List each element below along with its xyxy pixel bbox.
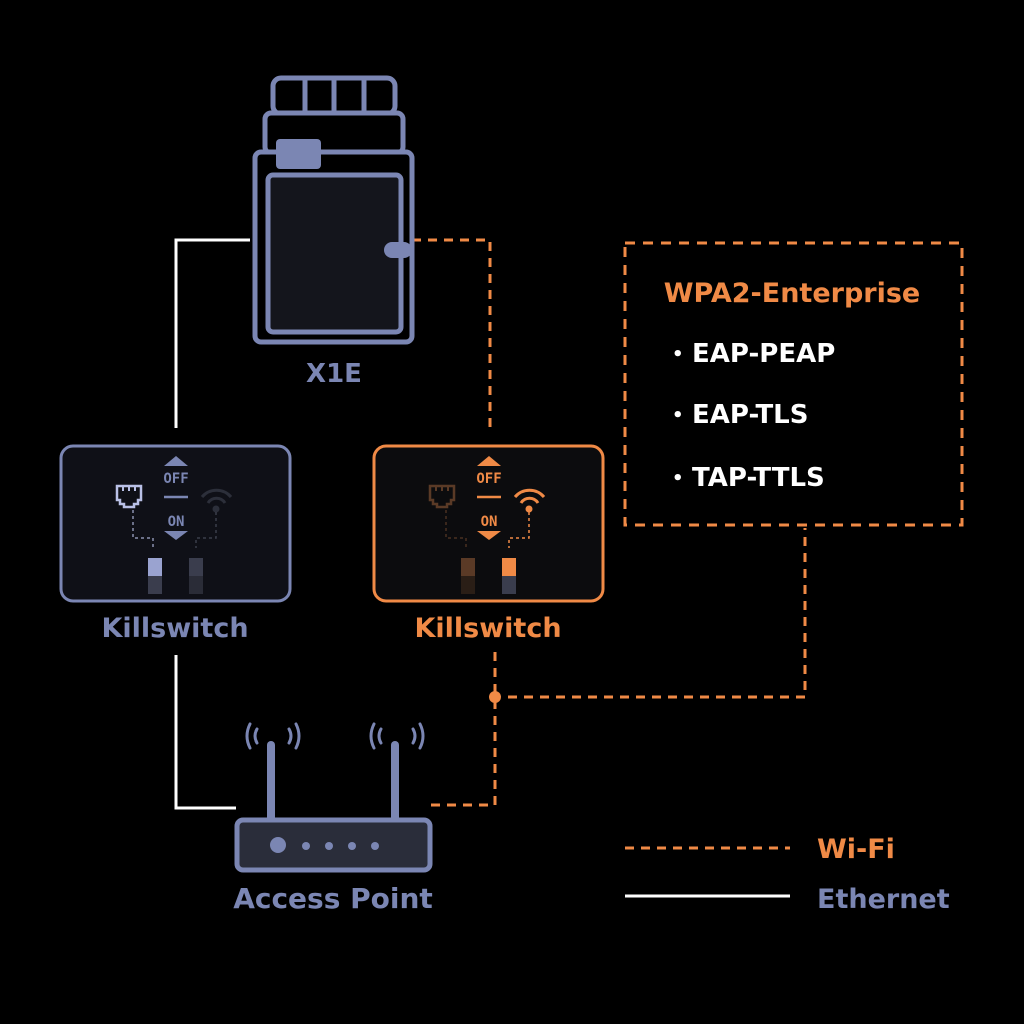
up-arrow-icon xyxy=(164,456,188,466)
killswitch-left: OFF ON xyxy=(59,444,292,603)
access-point-router-icon xyxy=(234,722,433,873)
killswitch-left-on-label: ON xyxy=(168,514,185,530)
ethernet-toggle-on[interactable] xyxy=(148,558,162,594)
up-arrow-icon xyxy=(477,456,501,466)
down-arrow-icon xyxy=(477,531,501,540)
legend: Wi-Fi Ethernet xyxy=(625,834,950,915)
bullet-icon: • xyxy=(672,468,684,489)
wpa2-title: WPA2-Enterprise xyxy=(664,278,920,309)
wifi-icon xyxy=(513,488,546,513)
ethernet-line-x1e-killswitch xyxy=(174,238,250,428)
bullet-icon: • xyxy=(672,344,684,365)
killswitch-right-label: Killswitch xyxy=(414,613,561,644)
killswitch-right-off-label: OFF xyxy=(476,471,501,487)
x1e-label: X1E xyxy=(306,359,362,389)
wifi-toggle-off[interactable] xyxy=(189,558,203,594)
ethernet-port-icon xyxy=(115,484,143,509)
ethernet-line-killswitch-ap xyxy=(174,655,236,810)
wifi-junction-dot xyxy=(489,691,501,703)
ethernet-toggle-off[interactable] xyxy=(461,558,475,594)
killswitch-right: OFF ON xyxy=(372,444,605,603)
eap-item: TAP-TTLS xyxy=(692,463,825,493)
wifi-icon xyxy=(200,488,233,513)
signal-waves-icon xyxy=(245,722,425,750)
wifi-line-junction-wpa2 xyxy=(508,528,807,699)
wifi-line-x1e-killswitch xyxy=(412,238,492,428)
legend-ethernet-label: Ethernet xyxy=(817,884,950,915)
wifi-toggle-on[interactable] xyxy=(502,558,516,594)
legend-wifi-label: Wi-Fi xyxy=(817,834,895,865)
killswitch-left-label: Killswitch xyxy=(101,613,248,644)
access-point-label: Access Point xyxy=(233,882,433,915)
wifi-line-killswitch-ap xyxy=(430,652,497,807)
eap-item: EAP-PEAP xyxy=(692,339,835,369)
bullet-icon: • xyxy=(672,405,684,426)
x1e-device-icon xyxy=(252,75,415,345)
eap-item: EAP-TLS xyxy=(692,400,808,430)
wpa2-enterprise-box: WPA2-Enterprise • EAP-PEAP • EAP-TLS • T… xyxy=(623,241,964,527)
down-arrow-icon xyxy=(164,531,188,540)
ethernet-port-icon xyxy=(428,484,456,509)
killswitch-left-off-label: OFF xyxy=(163,471,188,487)
killswitch-right-on-label: ON xyxy=(481,514,498,530)
